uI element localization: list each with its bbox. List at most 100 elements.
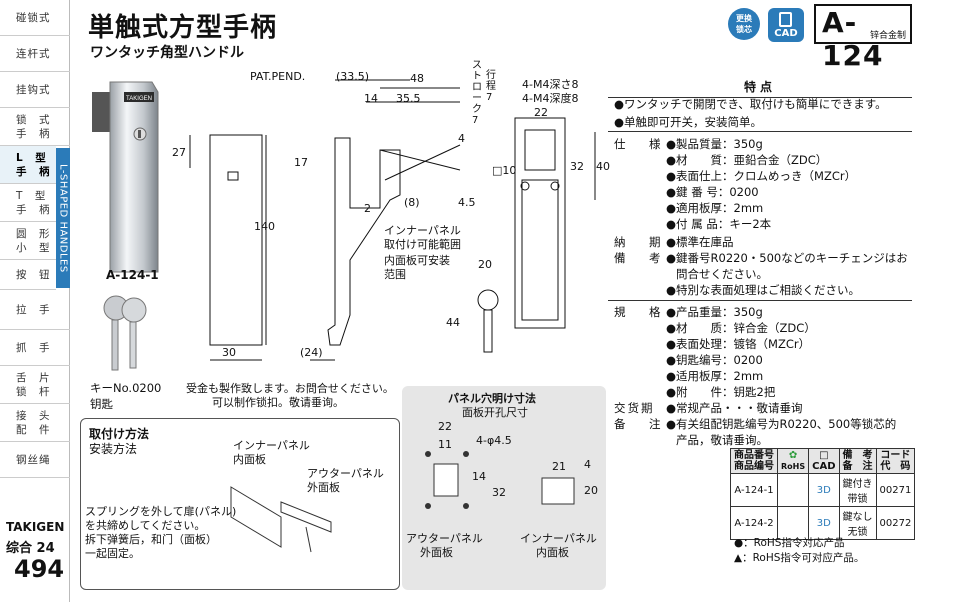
sidebar-item-latch[interactable]: 碰锁式: [0, 0, 70, 36]
key-drawing-blade: [483, 309, 493, 353]
sidebar-item-hook[interactable]: 挂钩式: [0, 72, 70, 108]
dim-14: 14: [364, 92, 378, 105]
remark-jp-1: ●鍵番号R0220・500などのキーチェンジはお: [666, 251, 908, 265]
table-header-label: 商品编号: [734, 461, 774, 472]
table-header-product: 商品番号商品编号: [730, 448, 778, 474]
install-diagram: [230, 486, 332, 553]
dim-35-5: 35.5: [396, 92, 421, 105]
sidebar-item-label: 钢丝绳: [16, 454, 51, 466]
dim-48: 48: [410, 72, 424, 85]
sidebar-item-tongue[interactable]: 舌 片 锁 杆: [0, 366, 70, 404]
spec-cn-row: ●钥匙编号：0200: [666, 353, 763, 367]
panel-cut-title-jp: パネル穴明け寸法: [448, 392, 536, 405]
top-view-catch: [524, 129, 556, 171]
dim-4-5: 4.5: [458, 196, 476, 209]
document-icon: [779, 12, 792, 27]
table-header-label: CAD: [812, 461, 836, 472]
sidebar-item-linkage[interactable]: 连杆式: [0, 36, 70, 72]
cut-dim-14: 14: [472, 470, 486, 483]
dim-30: 30: [222, 346, 236, 359]
brand-name: TAKIGEN: [6, 520, 65, 534]
handle-label-plate: [124, 92, 154, 102]
m4-label-cn: 4-M4深度8: [522, 92, 579, 105]
cell-cad[interactable]: 3D: [808, 506, 840, 540]
table-row[interactable]: A-124-1 3D 鍵付き带锁 00271: [730, 473, 916, 507]
install-inner-cn: 内面板: [233, 453, 266, 466]
table-header-label: RoHS: [781, 462, 806, 471]
dim-40: 40: [596, 160, 610, 173]
sidebar-item-label: 小 型: [16, 241, 51, 254]
cut-inner-cn: 内面板: [536, 546, 569, 559]
dim-4: 4: [458, 132, 465, 145]
inner-panel-range-cn: 范围: [384, 268, 406, 281]
cell-remark-cn: 无锁: [847, 527, 868, 538]
dim-20: 20: [478, 258, 492, 271]
sidebar-item-t-handle[interactable]: T 型 手 柄: [0, 184, 56, 222]
cut-inner-jp: インナーパネル: [520, 532, 597, 545]
dim-44: 44: [446, 316, 460, 329]
stock-key-jp: 納 期: [614, 235, 667, 249]
document-icon: □: [819, 450, 829, 461]
sidebar-item-wire[interactable]: 钢丝绳: [0, 442, 70, 478]
sidebar-item-label: 手 柄: [16, 165, 51, 178]
panel-cutout-box: パネル穴明け寸法 面板开孔尺寸 22 11 4-φ4.5 14 32 21 4 …: [402, 386, 606, 590]
top-view-body: [521, 179, 559, 321]
spec-cn-row: ●材 质：锌合金（ZDC）: [666, 321, 816, 335]
stock-cn: ●常规产品・・・敬请垂询: [666, 401, 803, 415]
inner-panel-label-jp: インナーパネル: [384, 224, 461, 237]
leaf-icon: ✿: [788, 450, 798, 461]
cad-badge[interactable]: CAD: [768, 8, 804, 42]
sidebar-item-lock-handle[interactable]: 锁 式 手 柄: [0, 108, 70, 146]
mount-hole-icon: [463, 503, 469, 509]
cut-outer-cn: 外面板: [420, 546, 453, 559]
side-view-outline: [327, 137, 401, 346]
cut-holes: 4-φ4.5: [476, 434, 512, 447]
sidebar-item-button[interactable]: 按 钮: [0, 260, 56, 290]
cell-code: 00271: [875, 473, 916, 507]
sidebar-item-pull[interactable]: 拉 手: [0, 290, 70, 330]
screw-hole-icon: [520, 181, 530, 191]
dim-17: 17: [294, 156, 308, 169]
made-to-order-cn: 可以制作锁扣。敬请垂询。: [212, 396, 344, 409]
cut-dim-11: 11: [438, 438, 452, 451]
sidebar-item-label: 抓 手: [16, 342, 51, 354]
cut-dim-22: 22: [438, 420, 452, 433]
cell-cad[interactable]: 3D: [808, 473, 840, 507]
cell-code: 00272: [875, 506, 916, 540]
table-header-rohs: ✿RoHS: [776, 448, 810, 474]
table-row[interactable]: A-124-2 3D 鍵なし无锁 00272: [730, 506, 916, 540]
table-header-label: コード: [880, 450, 911, 461]
spec-key-jp: 仕 様: [614, 137, 667, 151]
photo-caption: A-124-1: [106, 268, 159, 282]
outer-cutout: [433, 463, 459, 497]
cad-badge-label: CAD: [774, 28, 798, 39]
mount-hole-icon: [463, 451, 469, 457]
install-note-jp1: スプリングを外して扉(パネル): [85, 505, 237, 518]
keyhole-icon: [138, 130, 141, 138]
section-label: 综合 24: [6, 541, 55, 556]
sidebar-item-fittings[interactable]: 接 头 配 件: [0, 404, 70, 442]
keys-photo: [103, 295, 147, 371]
page-title: 単触式方型手柄: [88, 13, 278, 43]
key-head-icon: [121, 297, 147, 323]
sidebar-item-label: T 型: [16, 189, 47, 202]
table-header-cad: □CAD: [808, 448, 840, 474]
cut-outer-jp: アウターパネル: [406, 532, 483, 545]
spec-key-cn: 規 格: [614, 305, 667, 319]
remark-key-jp: 備 考: [614, 251, 667, 265]
spec-jp-row: ●付 属 品：キー2本: [666, 217, 772, 231]
panel-cut-title-cn: 面板开孔尺寸: [462, 406, 528, 419]
latch-tongue: [379, 149, 461, 171]
install-note-cn1: 拆下弹簧后，和门（面板）: [85, 533, 217, 546]
technical-drawing: [189, 79, 596, 361]
sidebar-item-label: L 型: [16, 151, 47, 164]
sidebar-item-grip[interactable]: 抓 手: [0, 330, 70, 366]
dim-10: □10: [492, 164, 517, 177]
remark-key-cn: 备 注: [614, 417, 667, 431]
sidebar-item-l-handle[interactable]: L 型 手 柄: [0, 146, 56, 184]
key-change-badge: 更换 锁芯: [728, 8, 760, 40]
key-blade: [111, 319, 119, 371]
product-table: 商品番号商品编号 ✿RoHS □CAD 備 考备 注 コード代 码 A-124-…: [730, 448, 916, 540]
install-screw: [305, 526, 312, 553]
sidebar-item-round-small[interactable]: 圆 形 小 型: [0, 222, 56, 260]
